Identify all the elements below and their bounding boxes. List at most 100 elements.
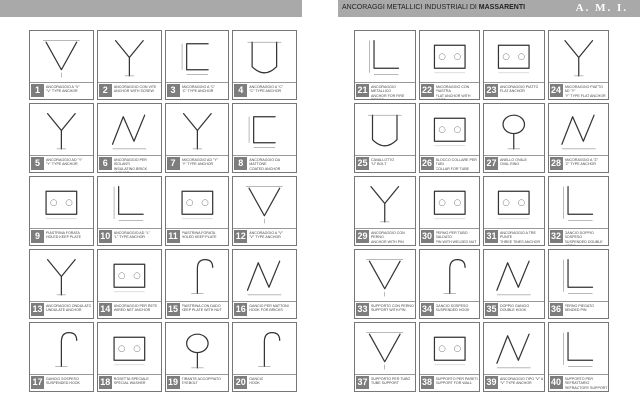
technical-drawing	[562, 259, 593, 294]
item-number: 40	[549, 376, 563, 389]
technical-drawing	[369, 40, 400, 75]
item-label: ANCORAGGIO CON PIASTRA FLAT ANCHOR WITH …	[435, 85, 471, 100]
item-number: 13	[31, 303, 44, 316]
left-page-header-bar	[0, 0, 302, 17]
technical-drawing	[496, 260, 531, 296]
item-label: PERNO PIEGATO BENDED PIN	[564, 304, 594, 313]
item-label: PIASTRINA FORATA HOLED KEEP PLATE	[46, 231, 82, 240]
item-label: CAVALLOTTO "U" BOLT	[371, 158, 395, 167]
item-label: GANCIO PER MATTONI HOOK FOR BRICKS	[249, 304, 289, 313]
item-label: ANCORAGGIO PIATTO AD "Y" "Y" TYPE FLAT A…	[564, 85, 606, 98]
item-label: PERNO PER TUBO SALDATO PIN WITH WELDED N…	[435, 231, 477, 244]
technical-drawing	[370, 186, 400, 223]
item-number: 15	[166, 303, 180, 316]
item-label: PIASTRINA FORATA HOLED KEEP PLATE	[181, 231, 217, 240]
item-number: 38	[420, 376, 434, 389]
brand-logo: A. M. I.	[575, 2, 628, 14]
technical-drawing	[45, 190, 78, 220]
item-label: GANCIO SOSPESO SUSPENDED HOOK	[46, 377, 80, 386]
item-number: 11	[166, 230, 180, 243]
item-label: ANCORAGGIO TIPO "V" A "V" TYPE ANCHOR	[500, 377, 544, 386]
technical-drawing	[249, 116, 276, 148]
item-number: 19	[166, 376, 180, 389]
technical-drawing	[55, 332, 78, 367]
technical-drawing	[113, 336, 146, 366]
item-label: SUPPORTO PER TUBO TUBE SUPPORT	[371, 377, 411, 386]
item-label: PIASTRINA CON DADO KEEP PLATE WITH NUT	[181, 304, 222, 313]
item-label: GANCIO HOOK	[249, 377, 264, 386]
technical-drawing	[190, 259, 213, 294]
right-page-header-bar: ANCORAGGI METALLICI INDUSTRIALI DI MASSA…	[338, 0, 640, 17]
technical-drawing	[258, 332, 281, 367]
item-number: 23	[485, 84, 498, 97]
item-number: 35	[485, 303, 498, 316]
technical-drawing	[502, 114, 526, 150]
technical-drawing	[114, 40, 144, 77]
technical-drawing	[113, 263, 146, 293]
item-number: 2	[98, 84, 112, 97]
technical-drawing	[46, 113, 76, 150]
item-label: TIRANTE ACCOPPIATO EYEBOLT	[181, 377, 221, 386]
technical-drawing	[367, 114, 402, 147]
item-label: ANCORAGGIO PER ISOLANTI INSULATING BRICK…	[113, 158, 148, 173]
item-number: 21	[356, 84, 369, 97]
item-number: 5	[31, 157, 44, 170]
item-number: 12	[234, 230, 248, 243]
item-number: 16	[234, 303, 248, 316]
item-label: ANCORAGGIO A "V" "V" TYPE ANCHOR	[46, 85, 80, 94]
technical-drawing	[185, 333, 209, 369]
item-label: ANCORAGGIO AD "Y" "Y" TYPE ANCHOR	[181, 158, 219, 167]
item-number: 8	[234, 157, 248, 170]
technical-drawing	[182, 113, 212, 150]
item-number: 39	[485, 376, 498, 389]
technical-drawing	[43, 40, 80, 78]
technical-drawing	[111, 114, 146, 150]
item-label: DOPPIO GANCIO DOUBLE HOOK	[500, 304, 530, 313]
item-label: ANCORAGGIO ONDULATO UNDULATE ANCHOR	[46, 304, 92, 313]
technical-drawing	[560, 114, 596, 150]
technical-drawing	[562, 186, 593, 221]
